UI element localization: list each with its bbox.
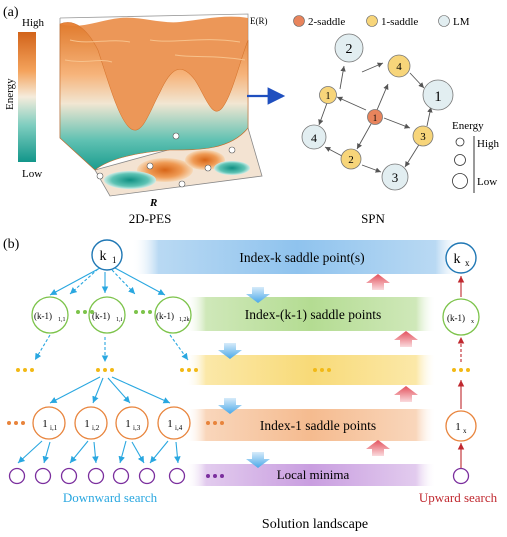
- svg-text:1: 1: [42, 418, 48, 430]
- node-1-i-1: 1 i,1: [32, 406, 66, 440]
- spn-node-1saddle-1: 1: [319, 86, 337, 104]
- node-km1-1-2k: (k-1) 1,2k: [154, 296, 192, 334]
- panel-a-label: (a): [3, 5, 19, 20]
- svg-text:1: 1: [125, 418, 131, 430]
- svg-text:x: x: [463, 427, 467, 435]
- spn-node-lm-1: 1: [422, 79, 454, 111]
- downward-search-label: Downward search: [63, 490, 158, 505]
- orange-ellipsis-dots: [7, 421, 25, 425]
- svg-text:i,1: i,1: [50, 424, 58, 432]
- spn-edges: [318, 62, 433, 173]
- axis-r-label: R: [149, 197, 157, 209]
- legend-lm: LM: [453, 16, 470, 28]
- colorbar: High Low Energy: [4, 17, 45, 180]
- band-index-k: [132, 240, 462, 274]
- colorbar-low-label: Low: [22, 168, 42, 180]
- downward-arrows: [218, 287, 270, 468]
- node-1-i-4: 1 i,4: [157, 406, 191, 440]
- svg-text:1: 1: [434, 89, 442, 105]
- spn-legend: 2-saddle 1-saddle LM: [293, 15, 470, 28]
- legend-1-saddle: 1-saddle: [381, 16, 418, 28]
- svg-text:1,1: 1,1: [58, 317, 66, 323]
- svg-text:x: x: [471, 319, 474, 325]
- energy-legend-title: Energy: [452, 120, 484, 132]
- spn-node-lm-4: 4: [301, 124, 327, 150]
- node-1-i-2: 1 i,2: [74, 406, 108, 440]
- svg-text:1: 1: [373, 113, 378, 123]
- node-k1: k 1: [91, 239, 123, 271]
- svg-text:x: x: [465, 258, 470, 268]
- colorbar-high-label: High: [22, 17, 45, 29]
- svg-text:2: 2: [348, 154, 354, 166]
- svg-text:(k-1): (k-1): [447, 313, 465, 323]
- svg-text:(k-1): (k-1): [34, 311, 52, 321]
- svg-text:1: 1: [167, 418, 173, 430]
- svg-text:1,2k: 1,2k: [179, 317, 190, 323]
- band-ellipsis-dots: [206, 368, 331, 478]
- band-1-label: Index-1 saddle points: [260, 418, 376, 433]
- band-index-mid: [186, 355, 436, 385]
- colorbar-title: Energy: [4, 78, 16, 110]
- energy-size-legend: Energy High Low: [452, 120, 500, 193]
- svg-text:1: 1: [84, 418, 90, 430]
- pes-caption: 2D-PES: [129, 211, 172, 226]
- band-local-minima: [186, 464, 436, 486]
- spn-node-1saddle-3: 3: [412, 125, 434, 147]
- spn-node-lm-2: 2: [334, 33, 364, 63]
- local-minima-nodes: [8, 467, 470, 485]
- green-ellipsis-dots: [76, 310, 152, 314]
- band-index-1: [186, 409, 436, 441]
- upward-search-label: Upward search: [419, 490, 498, 505]
- spn-node-2saddle-1: 1: [367, 109, 383, 125]
- svg-text:(k-1): (k-1): [92, 311, 110, 321]
- svg-text:1: 1: [326, 91, 331, 102]
- spn-node-1saddle-2: 2: [340, 148, 362, 170]
- svg-text:i,4: i,4: [175, 424, 183, 432]
- node-km1-1-1: (k-1) 1,1: [31, 296, 69, 334]
- legend-2-saddle: 2-saddle: [308, 16, 345, 28]
- node-km1-x: (k-1) x: [442, 298, 480, 336]
- yellow-ellipsis-dots: [16, 368, 470, 372]
- spn-node-1saddle-4: 4: [387, 54, 411, 78]
- svg-text:4: 4: [311, 131, 317, 145]
- band-k-label: Index-k saddle point(s): [239, 250, 364, 265]
- svg-text:3: 3: [420, 131, 426, 143]
- node-1-i-3: 1 i,3: [115, 406, 149, 440]
- upward-arrows: [366, 274, 418, 456]
- spn-caption: SPN: [361, 211, 385, 226]
- svg-text:k: k: [100, 249, 107, 264]
- svg-text:i,2: i,2: [92, 424, 100, 432]
- svg-text:1: 1: [455, 421, 461, 433]
- node-1-x: 1 x: [445, 410, 477, 442]
- spn-nodes: 2 4 1 1 1 4 3 2: [301, 33, 454, 191]
- solution-landscape-caption: Solution landscape: [262, 517, 368, 532]
- energy-legend-low: Low: [477, 176, 497, 188]
- svg-text:1: 1: [112, 255, 117, 265]
- band-km1-label: Index-(k-1) saddle points: [245, 307, 381, 322]
- spn-node-lm-3: 3: [381, 163, 409, 191]
- svg-text:(k-1): (k-1): [156, 311, 174, 321]
- node-km1-1-i: (k-1) 1,i: [88, 296, 126, 334]
- svg-text:i,3: i,3: [133, 424, 141, 432]
- energy-legend-high: High: [477, 138, 500, 150]
- axis-energy-label: E(R): [250, 16, 268, 26]
- node-kx: k x: [445, 242, 477, 274]
- panel-b-label: (b): [3, 237, 20, 252]
- band-index-km1: [186, 297, 436, 331]
- svg-text:1,i: 1,i: [116, 317, 123, 323]
- svg-text:4: 4: [396, 61, 402, 73]
- svg-text:k: k: [454, 252, 461, 267]
- band-lm-label: Local minima: [277, 467, 350, 482]
- tree-edges: [17, 267, 189, 464]
- pes-3d-plot: R E(R) 2D-PES: [59, 13, 268, 226]
- svg-text:2: 2: [346, 42, 353, 57]
- svg-text:3: 3: [392, 170, 399, 185]
